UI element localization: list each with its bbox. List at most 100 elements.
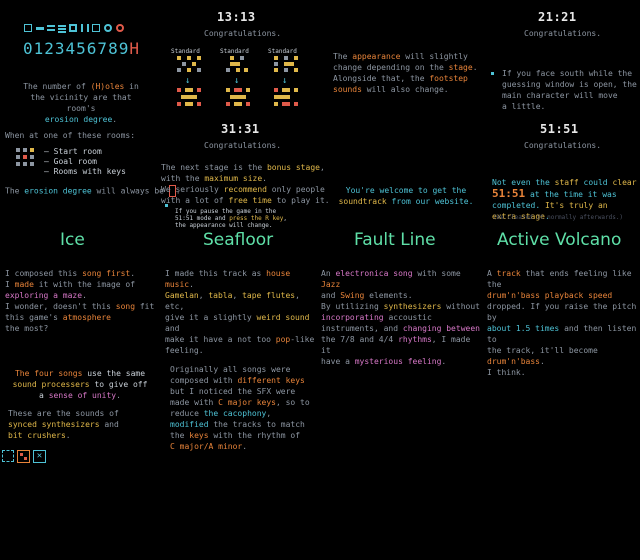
- ero-b: erosion degree: [24, 186, 92, 196]
- keys-a: Originally all songs were composed with: [170, 365, 291, 385]
- timer-31: 31:31: [221, 122, 260, 136]
- double-bar-icon: [47, 25, 55, 27]
- keys-i: the tracks to match the: [170, 420, 305, 440]
- grid-icon: [69, 24, 77, 32]
- flt-b: electronica song: [335, 269, 413, 278]
- period: .: [175, 186, 181, 196]
- staff-footnote: (We cleared it normally afterwards.): [493, 214, 624, 221]
- flt-o: , I made it have a: [321, 335, 471, 366]
- snds-e: .: [65, 431, 71, 440]
- stf-c: could: [578, 178, 613, 187]
- hole-letter: H: [129, 39, 140, 58]
- flt-n: rhythms: [398, 335, 432, 344]
- bon-h: free time: [228, 196, 272, 205]
- stf-g: at the time it was completed.: [492, 190, 617, 210]
- ice-f: exploring a maze: [5, 291, 83, 300]
- hole-icon: [116, 24, 124, 32]
- ice-c: . I: [5, 269, 136, 289]
- keys-j: keys: [189, 431, 209, 440]
- keys-d: C major keys: [218, 398, 276, 407]
- sea-a: I made this track as: [165, 269, 267, 278]
- sea-g: ,: [232, 291, 243, 300]
- snd-a: You're welcome to get the: [345, 186, 467, 195]
- arrow-down-icon: ↓: [185, 76, 191, 86]
- ice-h: song: [115, 302, 136, 311]
- stf-h: It's truly an extra stage: [492, 201, 608, 221]
- bon-i: to play it.: [271, 196, 330, 205]
- bon-b: bonus stage: [266, 163, 320, 172]
- four-d: to give off a: [39, 380, 148, 400]
- flt-e: and: [321, 291, 336, 300]
- h-block-icon: [81, 24, 89, 32]
- standard-label-3: Standard: [268, 48, 297, 55]
- erosion-description: The number of (H)oles in the vicinity ar…: [16, 70, 146, 125]
- desc-e: .: [112, 115, 118, 124]
- snd-c: from our website.: [386, 197, 474, 206]
- song-title-fault-line: Fault Line: [354, 230, 436, 250]
- flt-m: the 7/8 and 4/4: [321, 335, 394, 344]
- flt-h: synthesizers: [383, 302, 442, 311]
- ice-b: song first: [82, 269, 131, 278]
- song-title-seafloor: Seafloor: [203, 230, 274, 250]
- keys-m: .: [242, 442, 248, 451]
- maze-icon: [92, 24, 100, 32]
- stf-a: Not even the: [492, 178, 555, 187]
- sea-b: house music: [165, 269, 291, 289]
- desc-d: erosion degree: [44, 115, 113, 124]
- congrats-13: Congratulations.: [204, 29, 282, 38]
- app-a: The: [333, 52, 353, 61]
- desc-a: The number of: [23, 82, 91, 91]
- snds-b: synced synthesizers: [8, 420, 100, 429]
- sea-f: tabla: [208, 291, 233, 300]
- flt-j: incorporating: [321, 313, 384, 322]
- congrats-51: Congratulations.: [524, 141, 602, 150]
- ice-i: fit this game's: [5, 302, 155, 322]
- bonus-note: The next stage is the bonus stage, with …: [161, 151, 336, 206]
- tile-icon-row: [24, 24, 130, 34]
- four-songs-note: The four songs use the same sound proces…: [10, 357, 150, 401]
- rooms-intro: When at one of these rooms:: [5, 131, 136, 140]
- appearance-note: The appearance will slightly change depe…: [333, 40, 483, 95]
- app-d: stage: [448, 63, 473, 72]
- flt-l: changing between: [402, 324, 480, 333]
- ice-e: it with the image of: [38, 280, 136, 289]
- active-volcano-description: A track that ends feeling like the drum'…: [487, 257, 639, 378]
- pau-e: , the appearance will change.: [175, 215, 287, 229]
- erosion-always: The erosion degree will always be .: [5, 185, 181, 197]
- room-tile-icon: [24, 24, 32, 32]
- sea-d: Gamelan: [165, 291, 199, 300]
- triple-bar-icon: [58, 25, 66, 27]
- snds-c: and: [104, 420, 119, 429]
- ice-d: made: [14, 280, 34, 289]
- four-a: The four songs: [14, 369, 83, 378]
- flt-g: elements. By utilizing: [321, 291, 413, 311]
- vol-c: that ends feeling like the: [487, 269, 632, 289]
- vol-e: dropped. If you raise the pitch by: [487, 302, 637, 322]
- sounds-note: These are the sounds of synced synthesiz…: [8, 397, 148, 441]
- flt-p: mysterious feeling: [354, 357, 442, 366]
- sea-l: pop: [275, 335, 291, 344]
- stf-f: 51:51: [492, 187, 526, 200]
- pau-d: press the R key: [229, 215, 284, 222]
- song-title-ice: Ice: [60, 230, 85, 250]
- four-b: use the same: [87, 369, 146, 378]
- song-title-active-volcano: Active Volcano: [497, 230, 622, 250]
- ring-icon: [104, 24, 112, 32]
- stage-map-1: ↓: [177, 56, 201, 112]
- stf-d: clear: [612, 178, 637, 187]
- sea-h: tape flutes: [242, 291, 296, 300]
- bullet-icon: [165, 204, 168, 207]
- sea-e: ,: [198, 291, 209, 300]
- vol-i: . I think.: [487, 357, 545, 377]
- start-room-label: – Start room: [44, 147, 102, 156]
- four-f: .: [116, 391, 121, 400]
- vol-b: track: [496, 269, 521, 278]
- pau-c: mode and: [193, 215, 230, 222]
- app-e: . Alongside that, the: [333, 63, 478, 83]
- flt-d: Jazz: [321, 280, 341, 289]
- flt-c: with some: [412, 269, 461, 278]
- pau-b: 51:51: [175, 215, 194, 222]
- app-g: will also change.: [361, 85, 449, 94]
- vol-f: about 1.5 times: [487, 324, 560, 333]
- goal-room-label: – Goal room: [44, 157, 97, 166]
